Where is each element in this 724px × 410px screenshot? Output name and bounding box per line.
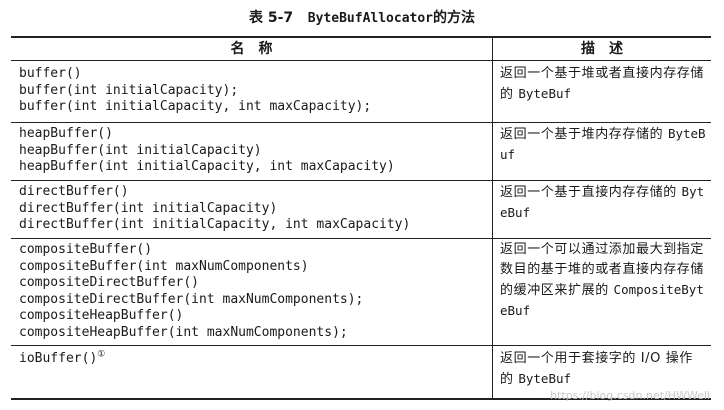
description-text: 返回一个基于堆或者直接内存存储的 <box>500 66 705 102</box>
method-signature: heapBuffer() <box>19 126 113 141</box>
description-type: ByteBuf <box>518 86 572 101</box>
table-caption: 表 5-7 ByteBufAllocator的方法 <box>0 9 724 28</box>
method-signature: ioBuffer()① <box>19 349 489 368</box>
header-description: 描述 <box>581 41 637 57</box>
description-type: ByteBuf <box>500 184 705 220</box>
method-signature: buffer(int initialCapacity); <box>19 82 239 98</box>
method-signature: compositeDirectBuffer(int maxNumComponen… <box>19 291 364 307</box>
method-signature: compositeHeapBuffer(int maxNumComponents… <box>19 324 348 340</box>
table-row-name-cell: ioBuffer()① <box>19 349 489 368</box>
caption-number: 表 5-7 <box>248 10 294 26</box>
row-divider <box>11 345 711 346</box>
table-row-name-cell: compositeBuffer() compositeBuffer(int ma… <box>19 242 489 341</box>
table-bottom-rule <box>11 398 711 400</box>
row-divider <box>11 180 711 181</box>
method-name: ioBuffer() <box>19 351 98 366</box>
description-text: 返回一个可以通过添加最大到指定数目的基于堆的或者直接内存存储的缓冲区来扩展的 <box>500 242 705 298</box>
watermark: https://blog.csdn.net/HWWell <box>550 389 710 402</box>
footnote-marker: ① <box>97 349 106 360</box>
description-type: ByteBuf <box>518 371 572 386</box>
table-row-name-cell: directBuffer() directBuffer(int initialC… <box>19 184 489 234</box>
description-type: ByteBuf <box>500 126 706 162</box>
table-row-description: 返回一个可以通过添加最大到指定数目的基于堆的或者直接内存存储的缓冲区来扩展的 C… <box>500 240 706 322</box>
caption-class-name: ByteBufAllocator <box>307 11 434 26</box>
method-signature: directBuffer(int initialCapacity) <box>19 200 278 216</box>
method-signature: heapBuffer(int initialCapacity) <box>19 142 262 158</box>
description-text: 返回一个基于直接内存存储的 <box>500 185 682 200</box>
header-name: 名称 <box>230 41 287 57</box>
header-bottom-rule <box>11 60 711 61</box>
method-signature: directBuffer(int initialCapacity, int ma… <box>19 217 411 232</box>
method-signature: compositeBuffer(int maxNumComponents) <box>19 258 309 274</box>
description-type: CompositeByteBuf <box>500 282 704 318</box>
method-signature: compositeDirectBuffer() <box>19 275 200 290</box>
table-row-name-cell: buffer() buffer(int initialCapacity); bu… <box>19 66 489 116</box>
table-row-description: 返回一个用于套接字的 I/O 操作的 ByteBuf <box>500 349 706 390</box>
table-row-description: 返回一个基于堆或者直接内存存储的 ByteBuf <box>500 64 706 105</box>
method-signature: buffer() <box>19 66 82 81</box>
method-signature: directBuffer() <box>19 184 129 199</box>
description-text: 返回一个基于堆内存存储的 <box>500 127 668 142</box>
method-signature: compositeBuffer() <box>19 242 153 257</box>
method-signature: heapBuffer(int initialCapacity, int maxC… <box>19 159 395 174</box>
column-divider <box>492 36 493 400</box>
table-top-rule <box>11 36 711 38</box>
row-divider <box>11 238 711 239</box>
table-row-name-cell: heapBuffer() heapBuffer(int initialCapac… <box>19 126 489 176</box>
row-divider <box>11 122 711 123</box>
table-row-description: 返回一个基于堆内存存储的 ByteBuf <box>500 124 706 166</box>
caption-suffix: 的方法 <box>433 10 476 26</box>
method-signature: buffer(int initialCapacity, int maxCapac… <box>19 99 372 114</box>
method-signature: compositeHeapBuffer() <box>19 308 184 323</box>
description-text: 返回一个用于套接字的 I/O 操作的 <box>500 351 693 387</box>
table-row-description: 返回一个基于直接内存存储的 ByteBuf <box>500 182 706 224</box>
